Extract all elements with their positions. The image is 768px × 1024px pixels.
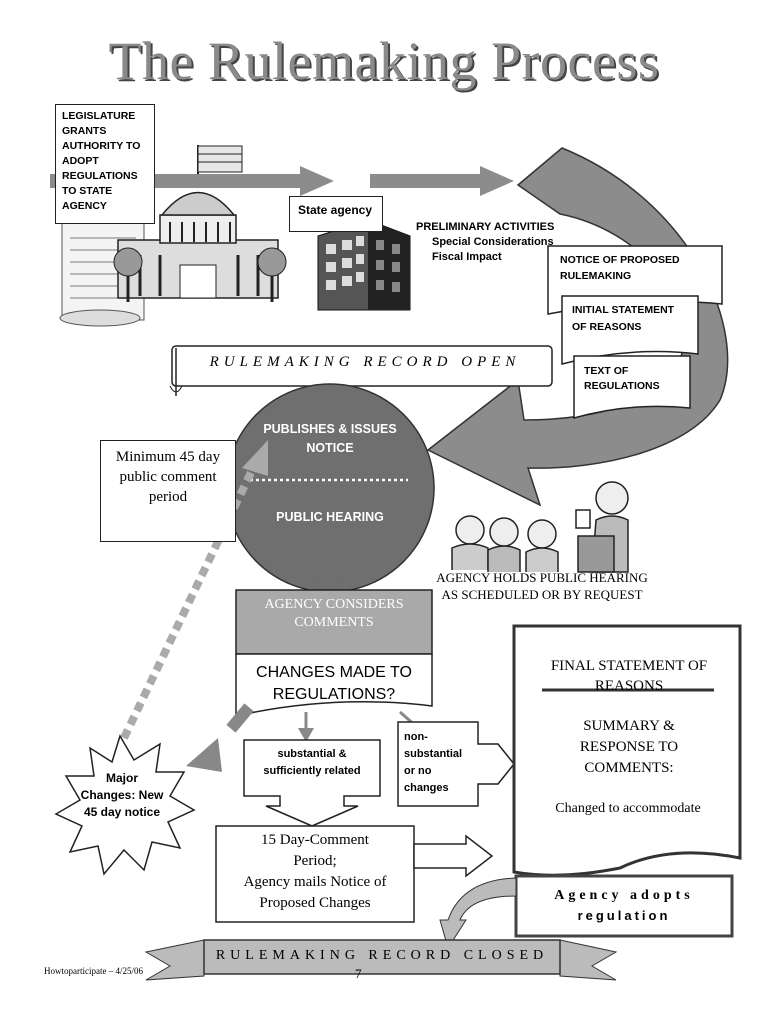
record-open-label: RULEMAKING RECORD OPEN (209, 354, 521, 370)
dotted-return-arrow (120, 460, 260, 740)
doc-text-label: TEXT OF REGULATIONS (584, 365, 660, 392)
adopt-to-close-arrow (439, 877, 517, 950)
preliminary-line2: Fiscal Impact (432, 251, 502, 263)
doc-text-shape (573, 355, 691, 419)
substantial-label: substantial & sufficiently related (263, 748, 361, 777)
preliminary-activities: PRELIMINARY ACTIVITIES Special Considera… (416, 220, 554, 265)
substantial-arrow-box (243, 739, 381, 827)
page-title: The Rulemaking Process (108, 31, 660, 91)
doc-initial-label: INITIAL STATEMENT OF REASONS (572, 304, 675, 333)
final-statement-summary: SUMMARY & RESPONSE TO COMMENTS: (579, 718, 679, 776)
page-number: 7 (355, 966, 362, 981)
record-closed-banner (144, 939, 618, 981)
hearing-caption: AGENCY HOLDS PUBLIC HEARING AS SCHEDULED… (436, 570, 648, 602)
adopts-line2: regulation (577, 908, 671, 923)
adopts-box (514, 874, 734, 938)
fifteen-day-line3: Agency mails Notice of (243, 874, 387, 890)
min-period-box: Minimum 45 day public comment period (100, 440, 236, 542)
record-open-banner (169, 345, 553, 396)
final-statement-changed: Changed to accommodate (555, 801, 701, 816)
fifteen-day-text: 15 Day-Comment Period; Agency mails Noti… (216, 830, 414, 914)
fifteen-day-line4: Proposed Changes (259, 895, 371, 911)
audience-icon (451, 481, 629, 573)
process-circle (225, 383, 435, 593)
doc-initial-shape (561, 295, 699, 365)
fifteen-day-box (215, 825, 415, 923)
adopts-line1: Agency adopts (554, 888, 694, 903)
fifteen-day-line1: 15 Day-Comment (261, 832, 369, 848)
state-agency-label: State agency (298, 203, 373, 217)
legislature-text: LEGISLATURE GRANTS AUTHORITY TO ADOPT RE… (62, 110, 141, 212)
circle-bottom-label: PUBLIC HEARING (276, 510, 384, 524)
legislature-box: LEGISLATURE GRANTS AUTHORITY TO ADOPT RE… (55, 104, 155, 224)
doc-notice-label: NOTICE OF PROPOSED RULEMAKING (560, 254, 680, 282)
min-period-text: Minimum 45 day public comment period (115, 449, 221, 505)
major-changes-label: Major Changes: New 45 day notice (80, 771, 164, 819)
changes-box (235, 653, 433, 717)
footer-left: Howtoparticipate – 4/25/06 (44, 966, 143, 976)
record-closed-label: RULEMAKING RECORD CLOSED (215, 948, 549, 963)
nonsubstantial-label: non-substantial or no changes (404, 731, 463, 794)
state-agency-box: State agency (289, 196, 383, 232)
circle-top-label: PUBLISHES & ISSUES NOTICE (263, 422, 397, 455)
fifteen-day-line2: Period; (293, 853, 337, 869)
preliminary-heading: PRELIMINARY ACTIVITIES (416, 221, 555, 233)
capitol-icon (113, 145, 287, 302)
final-statement-heading: FINAL STATEMENT OF REASONS (550, 658, 708, 694)
considers-label: AGENCY CONSIDERS COMMENTS (264, 597, 404, 630)
starburst-shape (54, 734, 196, 876)
preliminary-line1: Special Considerations (432, 236, 554, 248)
office-building-icon (317, 219, 411, 311)
changes-question: CHANGES MADE TO REGULATIONS? (256, 664, 412, 703)
nonsubstantial-arrow-box (397, 721, 515, 807)
considers-box (235, 589, 433, 655)
